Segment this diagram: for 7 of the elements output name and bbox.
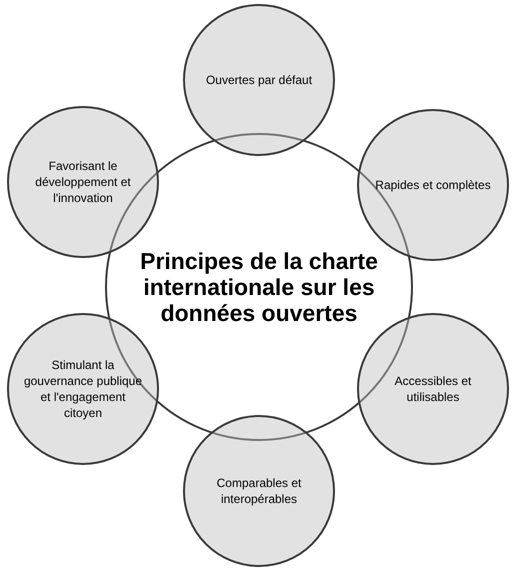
principle-label: Comparables et interopérables bbox=[216, 475, 302, 507]
principle-label: Favorisant le développement et l'innovation bbox=[34, 158, 132, 206]
principle-label: Rapides et complètes bbox=[375, 177, 491, 193]
principle-label: Accessibles et utilisables bbox=[394, 373, 472, 405]
center-title: Principes de la charte internationale sur les données ouvertes bbox=[139, 248, 379, 326]
principle-label: Stimulant la gouvernance publique et l'engagement citoyen bbox=[22, 357, 144, 421]
principle-label: Ouvertes par défaut bbox=[206, 72, 312, 88]
